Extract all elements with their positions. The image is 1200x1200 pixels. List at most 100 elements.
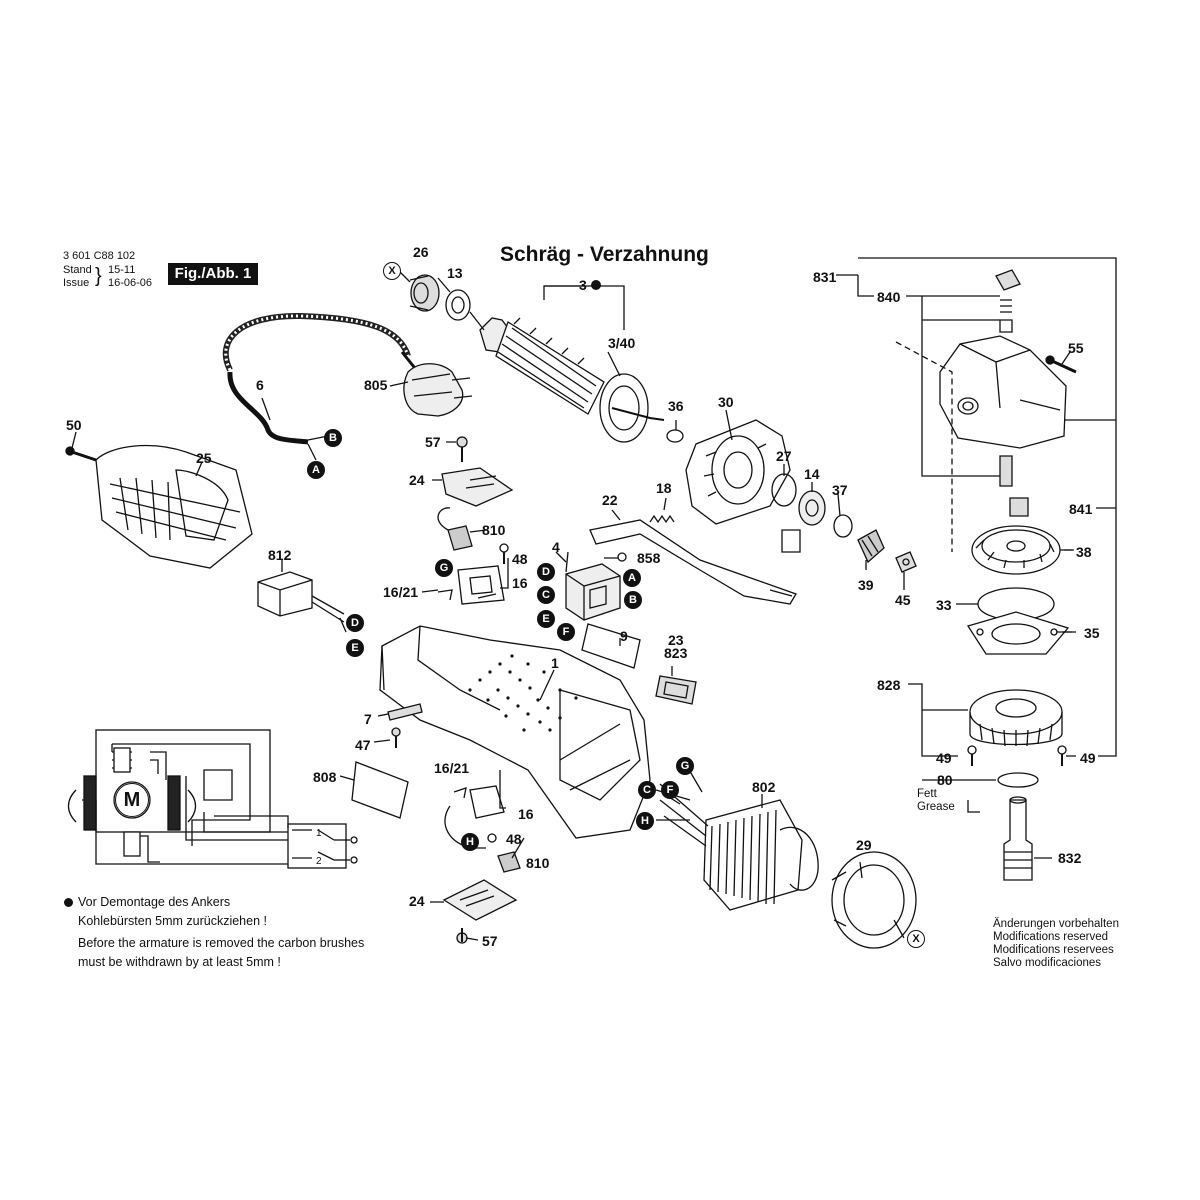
connection-marker-b: B bbox=[624, 591, 642, 609]
part-label-823: 823 bbox=[664, 645, 688, 661]
part-label-858: 858 bbox=[637, 550, 661, 566]
part-label-27: 27 bbox=[776, 448, 792, 464]
nut-45 bbox=[895, 551, 917, 573]
gear-housing bbox=[939, 335, 1067, 449]
connection-marker-x: X bbox=[907, 930, 925, 948]
part-label-841: 841 bbox=[1069, 501, 1093, 517]
motor-housing bbox=[379, 625, 651, 839]
part-label-24-top: 24 bbox=[409, 472, 425, 488]
connection-marker-c: C bbox=[537, 586, 555, 604]
part-label-810-bottom: 810 bbox=[526, 855, 550, 871]
pinion bbox=[857, 529, 885, 564]
figure-label: Fig./Abb. 1 bbox=[168, 263, 258, 285]
connection-marker-a: A bbox=[307, 461, 325, 479]
part-label-57-bottom: 57 bbox=[482, 933, 498, 949]
screw-49-left bbox=[967, 745, 977, 766]
disclaimer-it: Salvo modificaciones bbox=[993, 957, 1102, 969]
carbon-brush bbox=[437, 507, 473, 551]
needle-bearing bbox=[1009, 497, 1029, 517]
cable-clip bbox=[387, 703, 423, 721]
end-cap bbox=[95, 444, 253, 569]
part-label-80: 80 bbox=[937, 772, 953, 788]
part-label-831: 831 bbox=[813, 269, 837, 285]
part-label-39: 39 bbox=[858, 577, 874, 593]
part-label-840: 840 bbox=[877, 289, 901, 305]
washer bbox=[666, 429, 684, 443]
connection-marker-d: D bbox=[537, 563, 555, 581]
air-guide-ring bbox=[831, 851, 917, 949]
issue-label: Issue bbox=[63, 277, 90, 289]
lock-pin-top bbox=[999, 319, 1013, 333]
bearing-end bbox=[409, 274, 440, 312]
lock-pin bbox=[999, 455, 1013, 487]
part-label-37: 37 bbox=[832, 482, 848, 498]
spindle-lock-button bbox=[995, 269, 1021, 291]
part-label-802: 802 bbox=[752, 779, 776, 795]
connection-marker-x: X bbox=[383, 262, 401, 280]
screw-57 bbox=[456, 436, 468, 462]
part-label-805: 805 bbox=[364, 377, 388, 393]
screw-50 bbox=[65, 446, 97, 462]
part-label-9: 9 bbox=[620, 628, 628, 644]
disclaimer-en: Modifications reserved bbox=[993, 931, 1109, 943]
spring-18 bbox=[649, 514, 675, 524]
note-bullet-icon bbox=[591, 280, 601, 290]
part-label-25: 25 bbox=[196, 450, 212, 466]
part-label-49-left: 49 bbox=[936, 750, 952, 766]
grease-label-de: Fett bbox=[917, 788, 937, 800]
disclaimer-fr: Modifications reservees bbox=[993, 944, 1114, 956]
connection-marker-e: E bbox=[537, 610, 555, 628]
stand-value: 15-11 bbox=[108, 264, 136, 276]
part-label-812: 812 bbox=[268, 547, 292, 563]
part-label-16-top: 16 bbox=[512, 575, 528, 591]
part-label-30: 30 bbox=[718, 394, 734, 410]
note-en-1: Before the armature is removed the carbo… bbox=[78, 936, 365, 950]
part-label-57-top: 57 bbox=[425, 434, 441, 450]
diagram-title: Schräg - Verzahnung bbox=[500, 243, 709, 266]
connection-marker-c: C bbox=[638, 781, 656, 799]
terminal-1: 1 bbox=[316, 828, 322, 839]
part-label-16-bottom: 16 bbox=[518, 806, 534, 822]
spindle-bearing-flange bbox=[969, 689, 1063, 747]
ball-bearing bbox=[445, 289, 471, 321]
part-label-48-bottom: 48 bbox=[506, 831, 522, 847]
brush-holder-lower bbox=[444, 785, 505, 849]
part-label-4: 4 bbox=[552, 539, 560, 555]
grease-label-en: Grease bbox=[917, 801, 955, 813]
connection-marker-h: H bbox=[636, 812, 654, 830]
doc-number: 3 601 C88 102 bbox=[63, 250, 136, 262]
lock-lever bbox=[589, 519, 797, 605]
carbon-brush-lower bbox=[497, 851, 521, 873]
part-label-38: 38 bbox=[1076, 544, 1092, 560]
part-label-22: 22 bbox=[602, 492, 618, 508]
connection-marker-d: D bbox=[346, 614, 364, 632]
capacitor bbox=[257, 571, 347, 633]
screw-49-right bbox=[1057, 745, 1067, 766]
part-label-3-40: 3/40 bbox=[608, 335, 636, 351]
part-label-47: 47 bbox=[355, 737, 371, 753]
part-label-33: 33 bbox=[936, 597, 952, 613]
part-label-6: 6 bbox=[256, 377, 264, 393]
part-label-13: 13 bbox=[447, 265, 463, 281]
connection-marker-f: F bbox=[661, 781, 679, 799]
part-label-23: 23 bbox=[668, 632, 684, 648]
screw-48 bbox=[499, 543, 509, 564]
part-label-50: 50 bbox=[66, 417, 82, 433]
spring-plate bbox=[781, 529, 801, 553]
terminal-2: 2 bbox=[316, 856, 322, 867]
washer-80 bbox=[997, 772, 1039, 788]
issue-value: 16-06-06 bbox=[108, 277, 153, 289]
connection-marker-e: E bbox=[346, 639, 364, 657]
part-label-7: 7 bbox=[364, 711, 372, 727]
screw-858 bbox=[617, 552, 627, 562]
leader-lines bbox=[71, 269, 1076, 941]
rating-plate bbox=[581, 623, 641, 669]
connection-marker-h: H bbox=[461, 833, 479, 851]
wiring-schematic bbox=[67, 729, 358, 869]
motor-symbol: M bbox=[115, 783, 149, 817]
part-label-808: 808 bbox=[313, 769, 337, 785]
note-bullet-icon-2 bbox=[64, 898, 73, 907]
power-cable bbox=[222, 312, 421, 461]
